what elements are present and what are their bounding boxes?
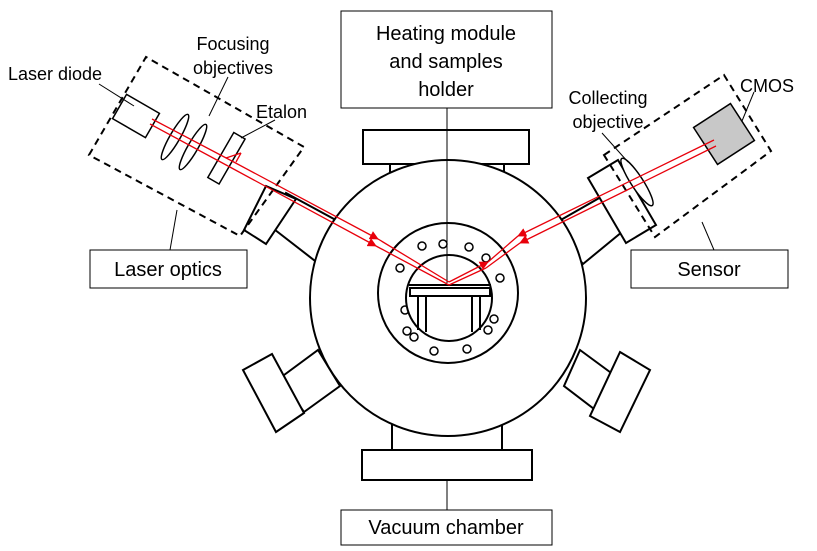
collecting-label-line2: objective	[572, 112, 643, 132]
left-bottom-port	[241, 348, 342, 434]
laser-optics-dashed-box	[87, 55, 306, 238]
leader-lines	[98, 76, 755, 251]
sensor-dashed-box	[602, 73, 773, 239]
collecting-label-line1: Collecting	[568, 88, 647, 108]
heating-label-line2: and samples	[389, 51, 502, 73]
etalon-label: Etalon	[256, 102, 307, 122]
bolt-holes	[395, 239, 505, 356]
sensor-label: Sensor	[677, 259, 741, 281]
collecting-lens	[620, 157, 654, 207]
vacuum-chamber-label-box	[340, 509, 553, 546]
sensor-label-box	[630, 249, 789, 289]
focusing-label-line1: Focusing	[196, 34, 269, 54]
vacuum-chamber-label: Vacuum chamber	[368, 517, 524, 539]
heating-label-line1: Heating module	[376, 23, 516, 45]
right-bottom-port	[562, 348, 652, 434]
focusing-label-line2: objectives	[193, 58, 273, 78]
laser-diode-label: Laser diode	[8, 64, 102, 84]
laser-optics-label-box	[89, 249, 248, 289]
laser-optics-label: Laser optics	[114, 259, 222, 281]
heating-label-box	[340, 10, 553, 109]
viewport-window	[405, 254, 493, 342]
cmos-label: CMOS	[740, 76, 794, 96]
heating-label-line3: holder	[418, 79, 474, 101]
laser-beams	[149, 118, 717, 286]
